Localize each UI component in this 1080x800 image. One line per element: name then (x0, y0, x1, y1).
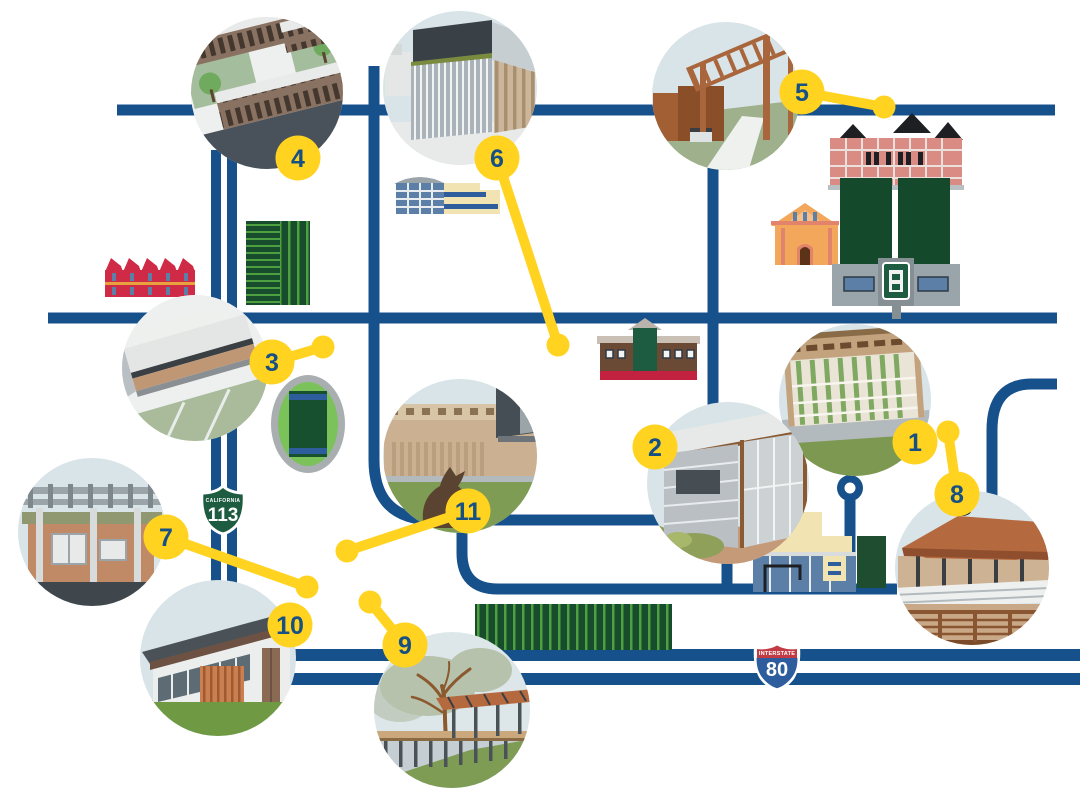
highway-113-shield: CALIFORNIA 113 (200, 483, 246, 536)
badge-4[interactable]: 4 (275, 135, 321, 181)
badge-4-number: 4 (291, 145, 305, 173)
i80-shield-chief (757, 645, 797, 658)
badge-7-number: 7 (159, 524, 173, 552)
road-lower-horizontal (456, 520, 897, 595)
callout-line-7 (161, 532, 312, 592)
barn-station-building (597, 318, 700, 380)
crop-field-north (246, 221, 310, 305)
badge-6-number: 6 (490, 145, 504, 173)
vignette-2-museum[interactable] (647, 402, 814, 566)
badge-10-number: 10 (276, 612, 304, 640)
red-factory-building (105, 258, 195, 297)
badge-2-number: 2 (648, 434, 662, 462)
stadium (271, 375, 345, 473)
vignette-10-modern-center[interactable] (138, 580, 300, 740)
scoreboard-building (832, 258, 960, 319)
badge-7[interactable]: 7 (143, 514, 189, 560)
badge-11-number: 11 (455, 498, 482, 526)
badge-6[interactable]: 6 (474, 135, 520, 181)
i80-shield-field (756, 658, 798, 689)
badge-3-number: 3 (265, 349, 279, 377)
badge-8-number: 8 (950, 481, 964, 509)
callout-dot-3 (311, 335, 335, 359)
ca-spade-shape (200, 483, 246, 536)
vignette-11-equestrian[interactable] (382, 379, 542, 540)
road-right-curve (986, 378, 1057, 496)
road-culdesac-circle (837, 475, 863, 501)
interstate-80-shield: INTERSTATE 80 (753, 643, 801, 691)
callout-dot-11 (335, 539, 359, 563)
badge-5[interactable]: 5 (779, 69, 825, 115)
badge-11[interactable]: 11 (445, 488, 491, 534)
arch-hall-building (771, 203, 839, 265)
crop-field-south (475, 604, 672, 650)
badge-9-number: 9 (398, 632, 412, 660)
badge-1[interactable]: 1 (892, 419, 938, 465)
i80-number: 80 (766, 659, 788, 681)
i80-caption: INTERSTATE (759, 651, 795, 657)
callout-dots (295, 95, 960, 614)
ca113-caption: CALIFORNIA (206, 498, 241, 504)
callout-dot-8 (936, 420, 960, 444)
ca113-number: 113 (208, 505, 239, 526)
green-quad-blocks (840, 178, 950, 265)
blue-cream-building (394, 177, 500, 214)
badge-1-number: 1 (908, 429, 922, 457)
callout-dot-9 (358, 590, 382, 614)
vignette-8-pavilion[interactable] (888, 491, 1056, 676)
interstate-80-lanes (250, 649, 1080, 685)
badge-9[interactable]: 9 (382, 622, 428, 668)
callout-line-6 (492, 153, 563, 350)
badge-10[interactable]: 10 (267, 602, 313, 648)
callout-dot-7 (295, 575, 319, 599)
callout-dot-6 (546, 333, 570, 357)
vignette-5-hop-trellis[interactable] (650, 22, 805, 172)
badge-3[interactable]: 3 (249, 339, 295, 385)
badge-2[interactable]: 2 (632, 424, 678, 470)
callout-dot-5 (872, 95, 896, 119)
vignette-4-dorms[interactable] (157, 0, 387, 198)
badge-8[interactable]: 8 (934, 471, 980, 517)
badge-5-number: 5 (795, 79, 809, 107)
